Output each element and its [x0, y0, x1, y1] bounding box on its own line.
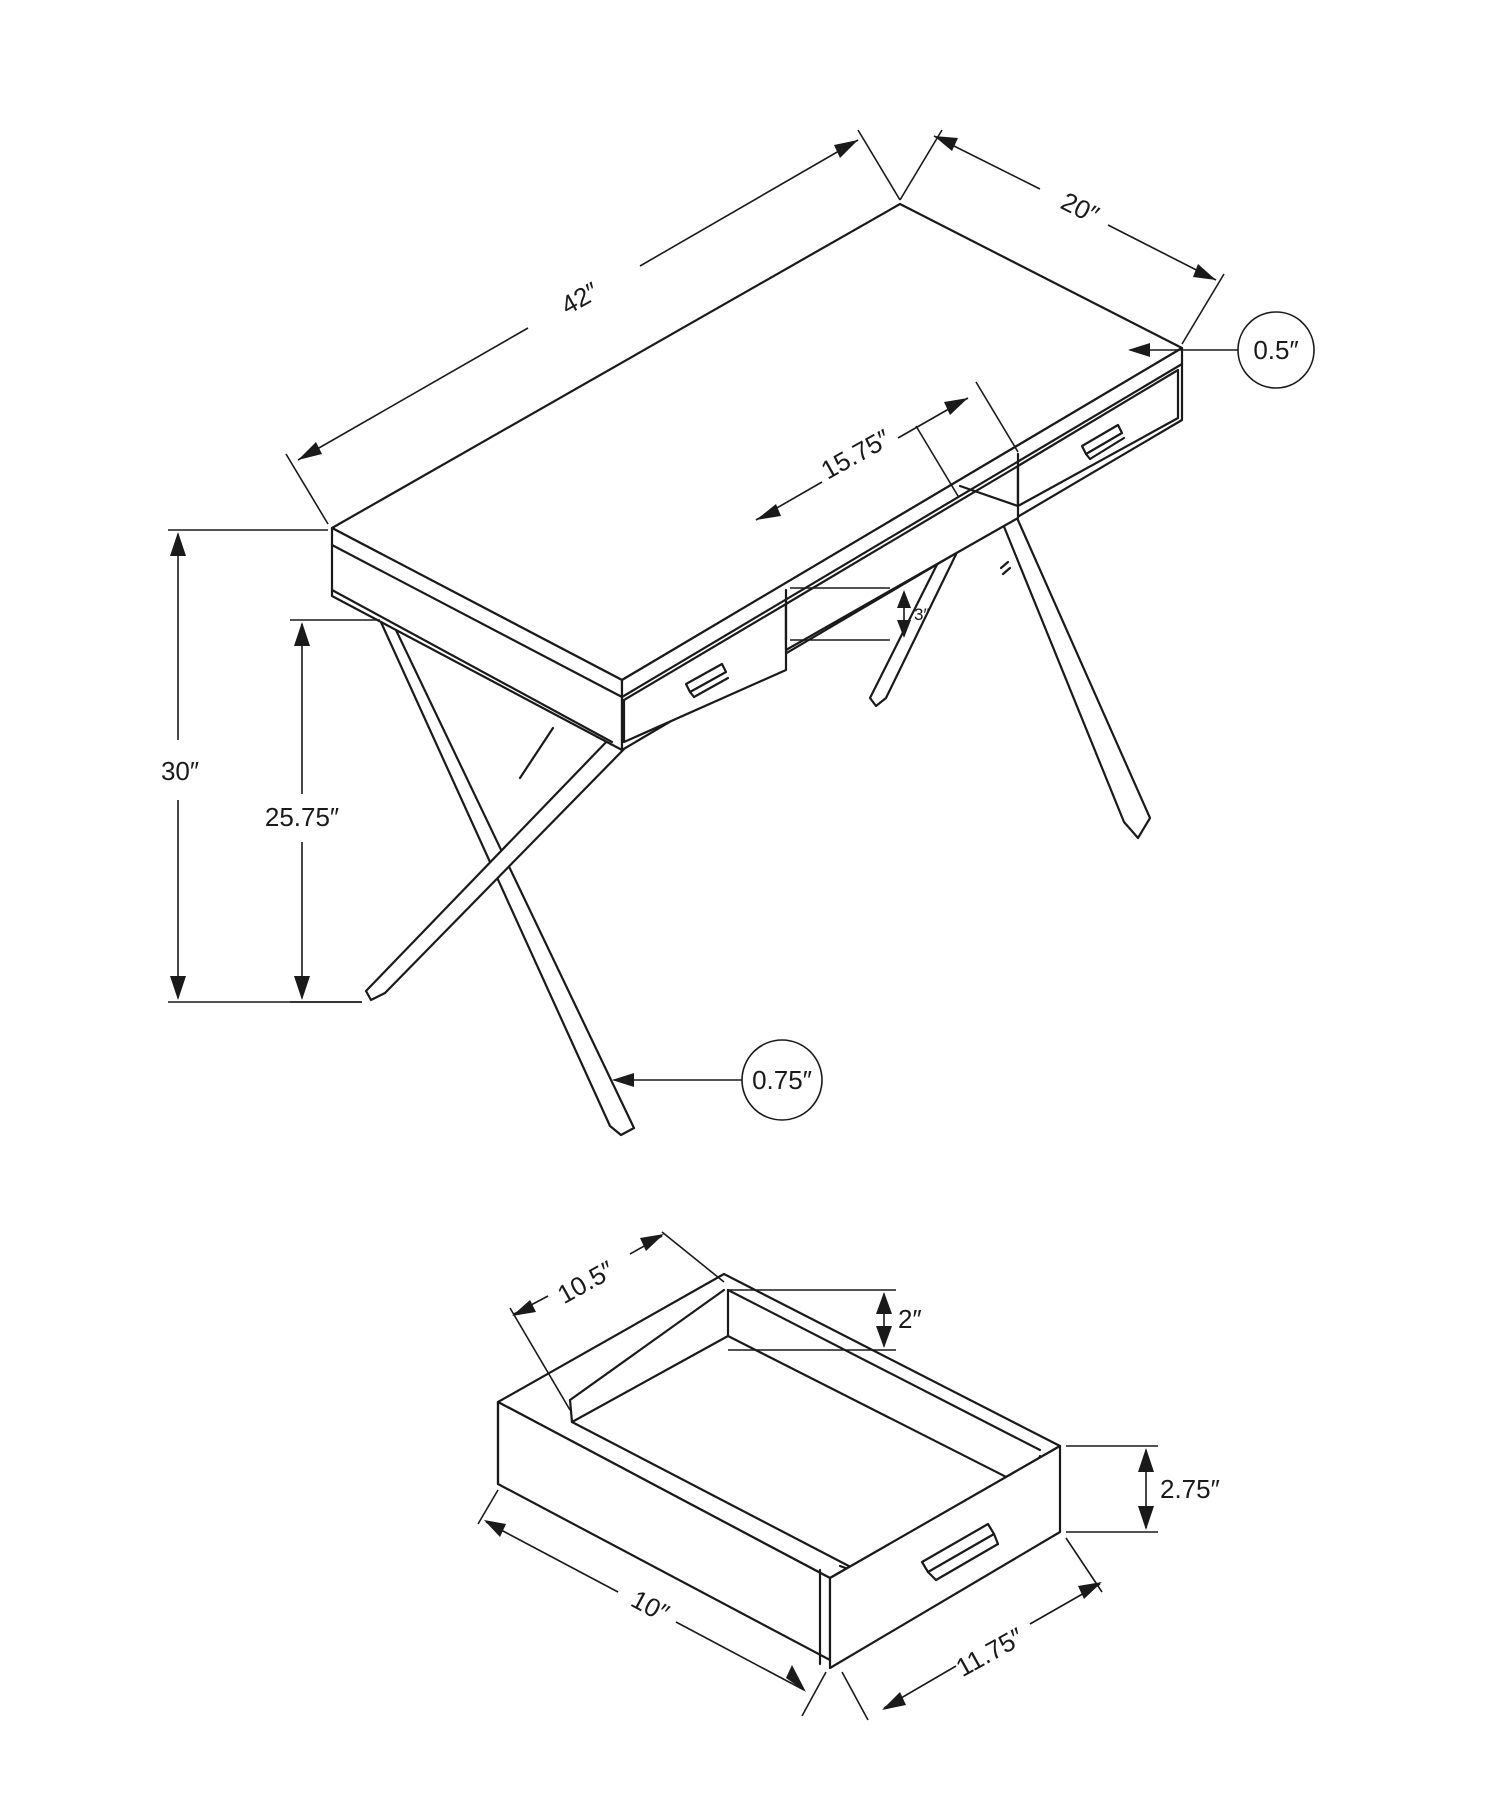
label-drawer-outer-depth: 10″: [626, 1584, 674, 1628]
drawer-handle: [920, 1522, 1000, 1582]
drawer-handle-right: [1080, 423, 1126, 461]
label-drawer-interior-depth: 10.5″: [552, 1255, 619, 1310]
label-leg-clearance: 25.75″: [265, 802, 339, 832]
label-top-thickness: 0.5″: [1253, 335, 1298, 365]
dim-drawer-outer-depth: [484, 1520, 806, 1692]
drawer-handle-left: [684, 662, 730, 699]
label-leg-thickness: 0.75″: [752, 1065, 812, 1095]
dim-shelf-height: [897, 590, 911, 638]
label-depth: 20″: [1056, 186, 1104, 230]
label-drawer-interior-height: 2″: [898, 1304, 922, 1334]
dim-drawer-interior-depth: [512, 1234, 664, 1316]
label-drawer-outer-width: 11.75″: [951, 1621, 1029, 1682]
callout-leg-thickness: 0.75″: [741, 1039, 823, 1121]
dim-leg-thickness: [612, 1073, 742, 1087]
dim-width-42: [297, 139, 859, 461]
drawer-drawing: [496, 1272, 1062, 1670]
dim-depth-20: [933, 135, 1217, 281]
label-width: 42″: [556, 276, 604, 321]
dim-drawer-front-height: [1138, 1448, 1154, 1530]
drawer-dimensions: [477, 1231, 1158, 1721]
dim-shelf-width: [755, 397, 969, 521]
label-drawer-front-height: 2.75″: [1160, 1474, 1220, 1504]
hinge-bolt: [999, 560, 1012, 576]
callout-top-thickness: 0.5″: [1237, 311, 1315, 389]
dim-drawer-outer-width: [882, 1582, 1102, 1710]
dim-drawer-interior-height: [876, 1292, 892, 1348]
desk-dimensions: [168, 129, 1240, 1087]
label-shelf-height: 3″: [914, 605, 929, 624]
desk-drawing: [330, 202, 1184, 1137]
label-total-height: 30″: [161, 756, 199, 786]
dim-leg-clearance: [294, 622, 310, 1000]
dim-total-height: [170, 532, 186, 1000]
dim-top-thickness: [1128, 343, 1240, 357]
